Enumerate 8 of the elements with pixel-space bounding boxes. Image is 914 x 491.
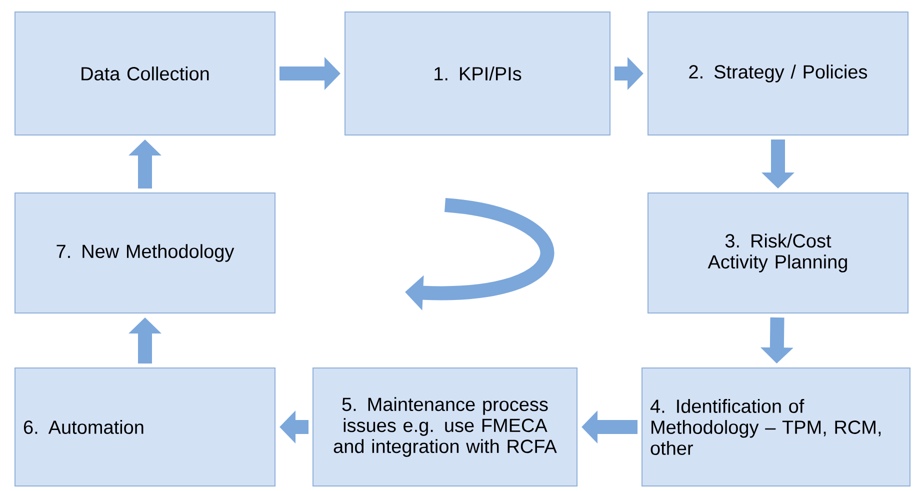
process-box: 2. Strategy / Policies [648,12,908,136]
process-box: 5. Maintenance process issues e.g. use FMECA and integration with RCFA [312,368,578,486]
process-box: 1. KPI/PIs [344,12,610,136]
process-box: 6. Automation [14,368,276,486]
process-box: 3. Risk/Cost Activity Planning [648,192,908,314]
process-box: 7. New Methodology [14,192,276,314]
process-box: 4. Identification of Methodology – TPM, RCM, other [642,368,910,486]
process-box: Data Collection [14,12,276,136]
